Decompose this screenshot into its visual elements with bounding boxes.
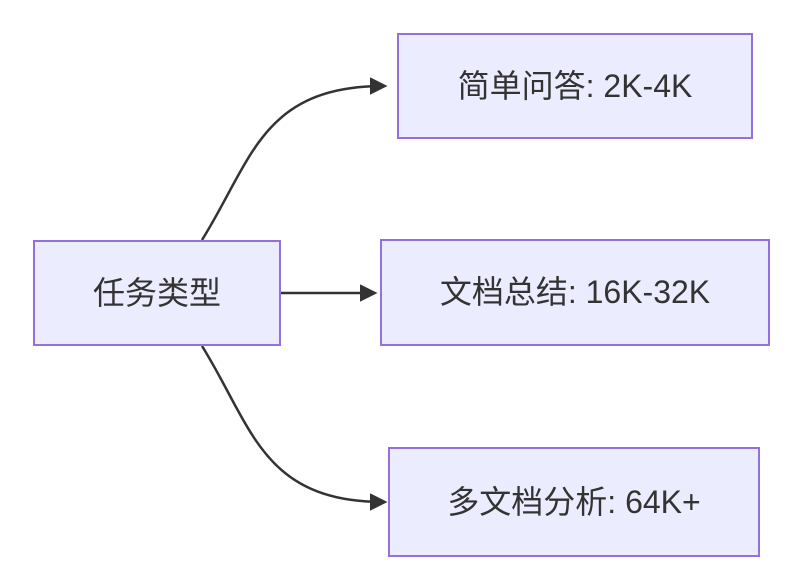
- node-doc-summary: 文档总结: 16K-32K: [380, 239, 770, 346]
- node-task-type-label: 任务类型: [92, 274, 221, 311]
- node-task-type: 任务类型: [33, 240, 281, 346]
- node-simple-qa-label: 简单问答: 2K-4K: [457, 67, 693, 104]
- edge-task-type-to-simple-qa: [200, 77, 388, 241]
- node-simple-qa: 简单问答: 2K-4K: [397, 33, 753, 139]
- node-multi-doc: 多文档分析: 64K+: [388, 447, 760, 557]
- edge-task-type-to-multi-doc: [200, 345, 388, 511]
- node-doc-summary-label: 文档总结: 16K-32K: [439, 274, 711, 311]
- node-multi-doc-label: 多文档分析: 64K+: [447, 483, 701, 520]
